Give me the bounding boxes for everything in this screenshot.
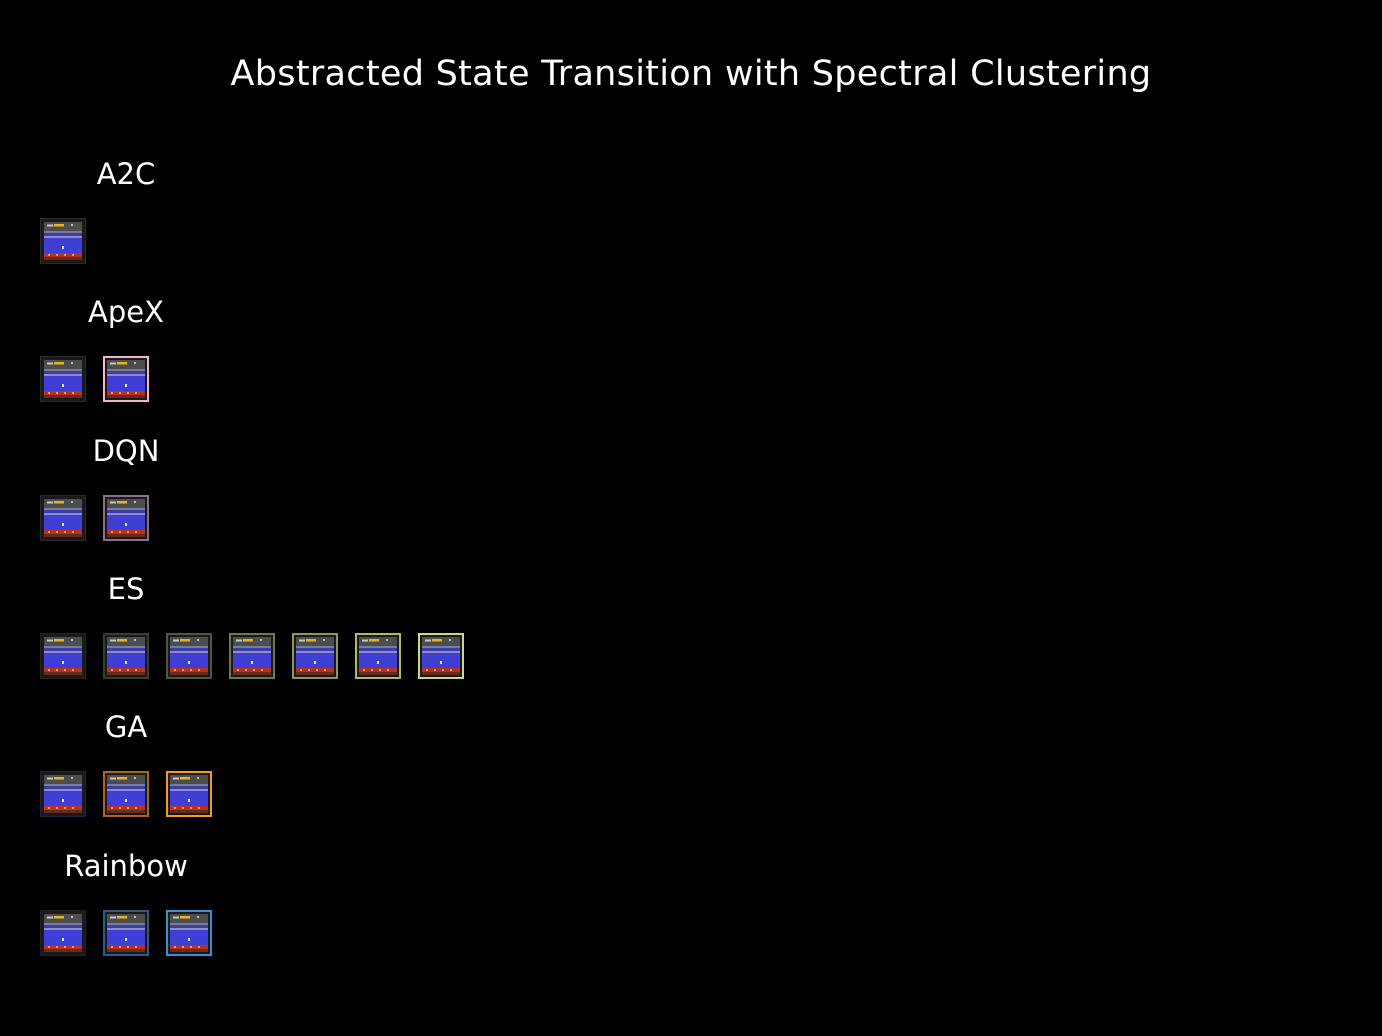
state-thumbnail-row bbox=[40, 356, 166, 403]
state-thumbnail bbox=[292, 632, 338, 679]
chart-title: Abstracted State Transition with Spectra… bbox=[230, 54, 1152, 94]
game-frame-image bbox=[233, 636, 271, 675]
state-thumbnail-row bbox=[40, 771, 229, 818]
game-frame-image bbox=[107, 913, 145, 952]
game-frame-image bbox=[170, 636, 208, 675]
game-frame-image bbox=[107, 498, 145, 537]
state-thumbnail bbox=[40, 356, 86, 403]
algorithm-label: Rainbow bbox=[64, 848, 188, 883]
game-frame-image bbox=[422, 636, 460, 675]
state-thumbnail bbox=[103, 632, 149, 679]
algorithm-label: GA bbox=[104, 710, 148, 745]
game-frame-image bbox=[170, 775, 208, 814]
game-frame-image bbox=[170, 913, 208, 952]
game-frame-image bbox=[107, 636, 145, 675]
state-thumbnail bbox=[166, 771, 212, 818]
algorithm-label: ApeX bbox=[88, 295, 164, 330]
state-thumbnail bbox=[103, 909, 149, 956]
state-thumbnail bbox=[40, 218, 86, 264]
state-thumbnail bbox=[40, 771, 86, 818]
state-thumbnail bbox=[103, 494, 149, 541]
algorithm-label: DQN bbox=[92, 433, 160, 468]
state-thumbnail bbox=[166, 909, 212, 956]
state-thumbnail bbox=[40, 909, 86, 956]
game-frame-image bbox=[296, 636, 334, 675]
state-thumbnail-row bbox=[40, 909, 229, 956]
game-frame-image bbox=[44, 775, 82, 814]
state-thumbnail bbox=[418, 632, 464, 679]
algorithm-label: ES bbox=[107, 571, 145, 606]
state-thumbnail bbox=[40, 632, 86, 679]
state-thumbnail bbox=[103, 771, 149, 818]
state-thumbnail-row bbox=[40, 494, 166, 541]
game-frame-image bbox=[359, 636, 397, 675]
state-thumbnail-row bbox=[40, 218, 103, 264]
state-thumbnail-row bbox=[40, 632, 481, 679]
state-thumbnail bbox=[355, 632, 401, 679]
game-frame-image bbox=[44, 636, 82, 675]
game-frame-image bbox=[107, 360, 145, 399]
state-thumbnail bbox=[103, 356, 149, 403]
game-frame-image bbox=[44, 360, 82, 399]
game-frame-image bbox=[44, 498, 82, 537]
game-frame-image bbox=[107, 775, 145, 814]
game-frame-image bbox=[44, 222, 82, 260]
state-thumbnail bbox=[40, 494, 86, 541]
algorithm-label: A2C bbox=[96, 157, 156, 191]
game-frame-image bbox=[44, 913, 82, 952]
state-thumbnail bbox=[166, 632, 212, 679]
state-thumbnail bbox=[229, 632, 275, 679]
